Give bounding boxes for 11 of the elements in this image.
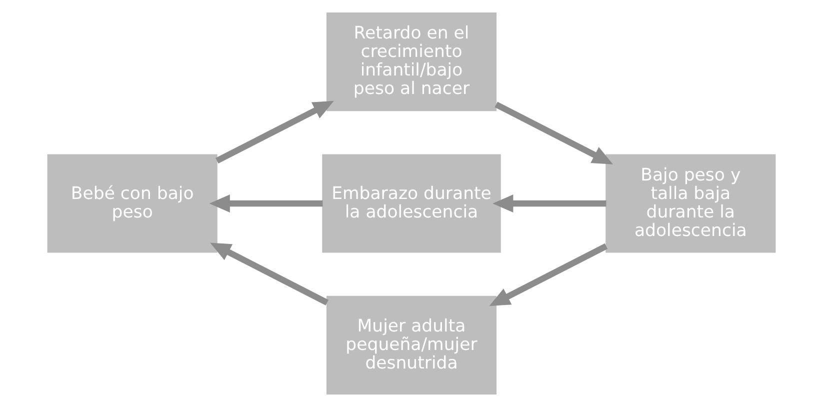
node-box: Embarazo durante la adolescencia (322, 154, 500, 253)
arrow (492, 194, 606, 213)
node-box: Mujer adulta pequeña/mujer desnutrida (326, 296, 496, 395)
arrow (215, 100, 334, 164)
arrow (208, 194, 322, 213)
arrow (494, 102, 613, 164)
node-box: Bebé con bajo peso (46, 154, 217, 253)
arrow (488, 243, 608, 306)
node-box: Bajo peso y talla baja durante la adolescencia (605, 154, 776, 253)
node-box: Retardo en el crecimiento infantil/bajo peso al nacer (326, 12, 496, 112)
arrow (210, 242, 328, 306)
